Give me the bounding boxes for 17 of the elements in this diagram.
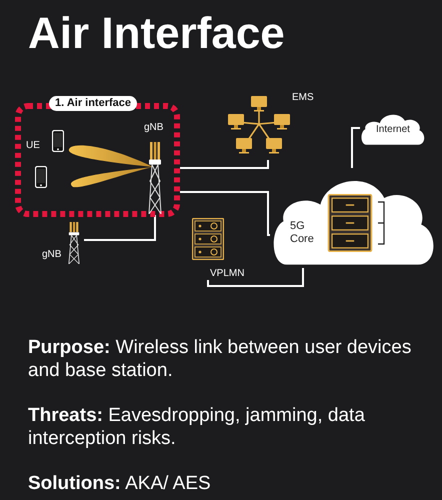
connector-line	[180, 191, 270, 236]
description-text: Purpose: Wireless link between user devices and base station.	[28, 336, 412, 382]
description-text: Solutions: AKA/ AES	[28, 472, 212, 495]
connector-line	[84, 215, 156, 241]
connector-line	[180, 160, 269, 169]
connector-line	[207, 268, 304, 287]
node-label: EMS	[292, 91, 314, 105]
description-text: Threats: Eavesdropping, jamming, data interception risks.	[28, 404, 366, 450]
node-label: 5G Core	[290, 220, 315, 246]
node-label: UE	[26, 139, 40, 153]
node-label: gNB	[42, 248, 62, 262]
node-label: gNB	[144, 121, 164, 135]
boundary-title: 1. Air interface	[49, 96, 138, 111]
title: Air Interface	[28, 8, 285, 60]
node-label: VPLMN	[210, 267, 244, 281]
node-label: Internet	[375, 123, 411, 137]
connector-line	[351, 127, 360, 168]
